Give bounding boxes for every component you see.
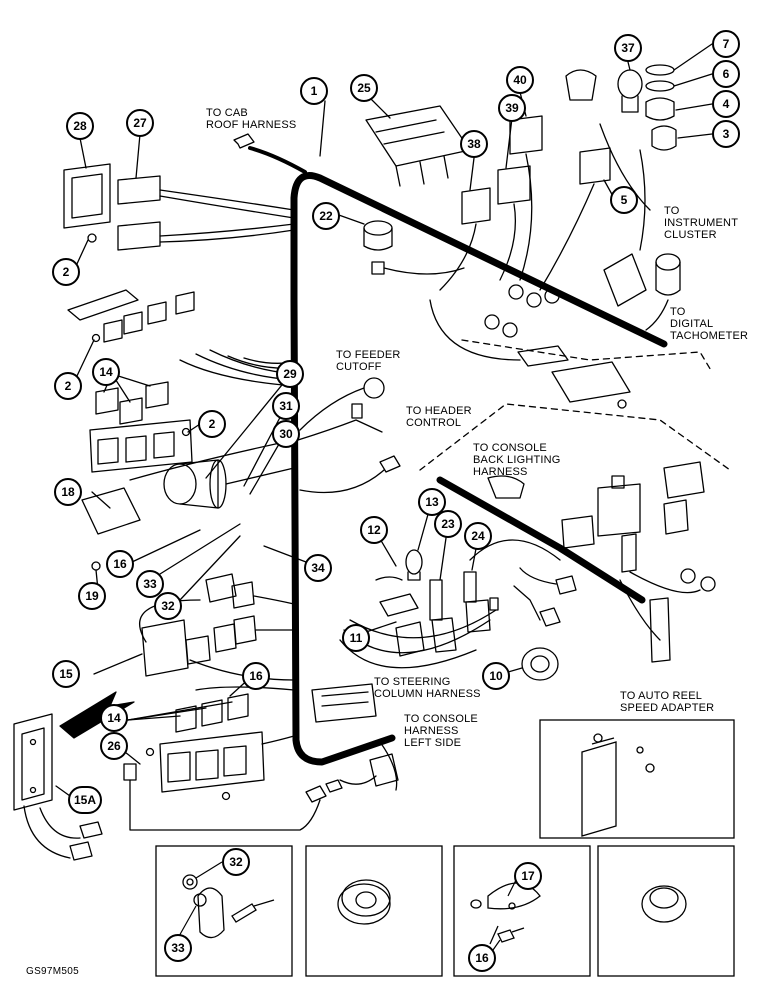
callout-19: 19 [78, 582, 106, 610]
detail-box-clamp [453, 845, 591, 977]
label-line: HARNESS [473, 466, 528, 478]
callout-25: 25 [350, 74, 378, 102]
callout-2: 2 [198, 410, 226, 438]
label-digital-tachometer: TO DIGITAL TACHOMETER [670, 306, 748, 342]
detail-box-grommet [305, 845, 443, 977]
callout-32: 32 [154, 592, 182, 620]
callout-3: 3 [712, 120, 740, 148]
callout-33: 33 [136, 570, 164, 598]
label-line: TACHOMETER [670, 330, 749, 342]
label-line: TO STEERING [374, 676, 451, 688]
label-line: TO FEEDER [336, 349, 401, 361]
label-feeder-cutoff: TO FEEDER CUTOFF [336, 349, 401, 373]
callout-18: 18 [54, 478, 82, 506]
callout-37: 37 [614, 34, 642, 62]
label-line: COLUMN HARNESS [374, 688, 481, 700]
callout-40: 40 [506, 66, 534, 94]
label-line: TO CONSOLE [473, 442, 547, 454]
main-harness-trunk [290, 172, 668, 766]
callout-34: 34 [304, 554, 332, 582]
cab-roof-branch [248, 146, 307, 174]
label-line: TO AUTO REEL [620, 690, 703, 702]
callout-23: 23 [434, 510, 462, 538]
callout-6: 6 [712, 60, 740, 88]
label-line: CUTOFF [336, 361, 382, 373]
label-line: HARNESS [404, 725, 459, 737]
callout-17: 17 [514, 862, 542, 890]
callout-16: 16 [242, 662, 270, 690]
callout-28: 28 [66, 112, 94, 140]
callout-5: 5 [610, 186, 638, 214]
callout-14: 14 [92, 358, 120, 386]
callout-16: 16 [106, 550, 134, 578]
callout-22: 22 [312, 202, 340, 230]
label-steering-column: TO STEERING COLUMN HARNESS [374, 676, 481, 700]
label-line: TO CAB [206, 107, 248, 119]
callout-15: 15 [52, 660, 80, 688]
label-line: TO [670, 306, 686, 318]
callout-32: 32 [222, 848, 250, 876]
callout-14: 14 [100, 704, 128, 732]
label-line: TO [664, 205, 680, 217]
label-console-left-side: TO CONSOLE HARNESS LEFT SIDE [404, 713, 478, 749]
label-line: INSTRUMENT [664, 217, 739, 229]
callout-33: 33 [164, 934, 192, 962]
callout-15A: 15A [68, 786, 102, 814]
label-auto-reel: TO AUTO REEL SPEED ADAPTER [620, 690, 714, 714]
callout-30: 30 [272, 420, 300, 448]
callout-2: 2 [54, 372, 82, 400]
arrow-15-to-15A [59, 691, 135, 739]
label-instrument-cluster: TO INSTRUMENT CLUSTER [664, 205, 738, 241]
callout-11: 11 [342, 624, 370, 652]
callout-29: 29 [276, 360, 304, 388]
label-line: CLUSTER [664, 229, 717, 241]
callout-2: 2 [52, 258, 80, 286]
callout-38: 38 [460, 130, 488, 158]
callout-1: 1 [300, 77, 328, 105]
label-header-control: TO HEADER CONTROL [406, 405, 472, 429]
callout-26: 26 [100, 732, 128, 760]
callout-24: 24 [464, 522, 492, 550]
label-line: CONTROL [406, 417, 462, 429]
drawing-code: GS97M505 [26, 966, 79, 977]
label-line: BACK LIGHTING [473, 454, 561, 466]
console-back-branch [436, 476, 646, 604]
detail-box-hardware [155, 845, 293, 977]
label-line: TO HEADER [406, 405, 472, 417]
label-cab-roof-harness: TO CAB ROOF HARNESS [206, 107, 296, 131]
callout-7: 7 [712, 30, 740, 58]
callout-12: 12 [360, 516, 388, 544]
label-line: ROOF HARNESS [206, 119, 297, 131]
label-line: SPEED ADAPTER [620, 702, 715, 714]
label-line: LEFT SIDE [404, 737, 462, 749]
callout-4: 4 [712, 90, 740, 118]
callout-16: 16 [468, 944, 496, 972]
callout-10: 10 [482, 662, 510, 690]
label-line: DIGITAL [670, 318, 714, 330]
callout-31: 31 [272, 392, 300, 420]
label-line: TO CONSOLE [404, 713, 478, 725]
label-console-back-lighting: TO CONSOLE BACK LIGHTING HARNESS [473, 442, 561, 478]
callout-39: 39 [498, 94, 526, 122]
detail-box-plug [597, 845, 735, 977]
callout-27: 27 [126, 109, 154, 137]
detail-box-bracket [539, 719, 735, 839]
